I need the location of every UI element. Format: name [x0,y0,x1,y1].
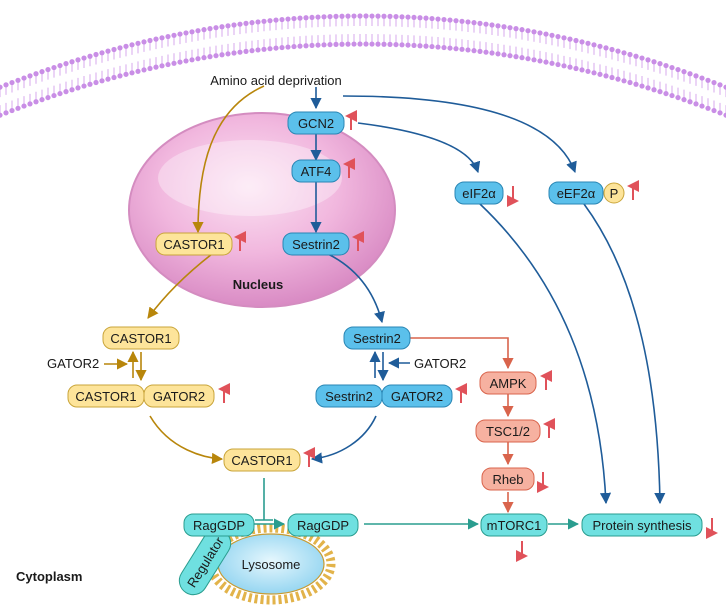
mtorc1-node: mTORC1 [480,513,548,537]
svg-text:CASTOR1: CASTOR1 [75,389,136,404]
nucleus-highlight [158,140,342,216]
atf4-node: ATF4 [291,159,341,183]
gcn2-node: GCN2 [287,111,345,135]
lysosome-label: Lysosome [242,557,301,572]
cell-membrane [0,13,726,118]
svg-text:Sestrin2: Sestrin2 [353,331,401,346]
sestrin2-nuclear-node: Sestrin2 [282,232,350,256]
svg-text:eEF2α: eEF2α [557,186,596,201]
svg-text:CASTOR1: CASTOR1 [163,237,224,252]
svg-text:Sestrin2: Sestrin2 [292,237,340,252]
raggdp-right-node: RagGDP [287,513,359,537]
trigger-label: Amino acid deprivation [210,73,342,88]
svg-text:Protein synthesis: Protein synthesis [593,518,692,533]
eef2a-node: eEF2α [548,181,604,205]
red-arrows [407,337,514,514]
sestrin2-gator2-complex: Sestrin2 GATOR2 [315,384,453,408]
ampk-node: AMPK [479,371,537,395]
tsc-node: TSC1/2 [475,419,541,443]
svg-text:mTORC1: mTORC1 [487,518,542,533]
svg-text:eIF2α: eIF2α [462,186,496,201]
svg-text:ATF4: ATF4 [301,164,332,179]
gold-arrows [104,85,265,464]
svg-text:GATOR2: GATOR2 [391,389,443,404]
svg-text:TSC1/2: TSC1/2 [486,424,530,439]
svg-text:CASTOR1: CASTOR1 [110,331,171,346]
svg-text:GCN2: GCN2 [298,116,334,131]
rheb-node: Rheb [481,467,535,491]
svg-text:CASTOR1: CASTOR1 [231,453,292,468]
castor1-nuclear-node: CASTOR1 [155,232,233,256]
phospho-node: P [603,182,625,204]
regulation-markers [218,110,718,562]
sestrin2-node: Sestrin2 [343,326,411,350]
cytoplasm-label: Cytoplasm [16,569,82,584]
protein-synthesis-node: Protein synthesis [581,513,703,537]
eif2a-node: eIF2α [454,181,504,205]
svg-text:Sestrin2: Sestrin2 [325,389,373,404]
castor1-center-node: CASTOR1 [223,448,301,472]
blue-arrows [310,87,666,505]
svg-text:Rheb: Rheb [492,472,523,487]
svg-text:GATOR2: GATOR2 [153,389,205,404]
nucleus-label: Nucleus [233,277,284,292]
svg-text:AMPK: AMPK [490,376,527,391]
raggdp-left-node: RagGDP [183,513,255,537]
gator2-left-label: GATOR2 [47,356,99,371]
castor1-gator2-complex: CASTOR1 GATOR2 [67,384,215,408]
castor1-node: CASTOR1 [102,326,180,350]
gator2-right-label: GATOR2 [414,356,466,371]
svg-text:RagGDP: RagGDP [193,518,245,533]
teal-arrows [254,478,580,530]
svg-text:P: P [610,186,619,201]
svg-text:RagGDP: RagGDP [297,518,349,533]
